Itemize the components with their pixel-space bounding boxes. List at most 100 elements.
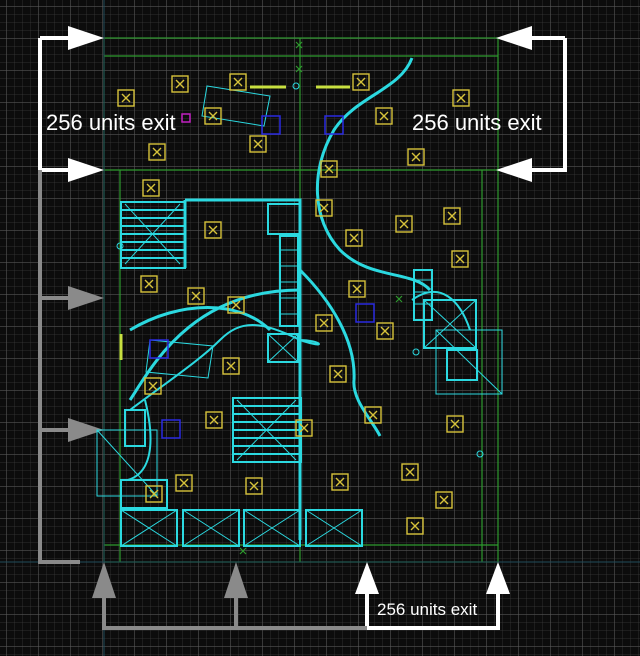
entity-box [222,357,240,375]
arrow-right-icon [68,26,104,50]
grey-arrowheads [68,286,248,598]
entity-box [331,473,349,491]
entity-cross-icon [352,284,362,294]
arrow-up-icon [92,562,116,598]
entity-cross-icon [152,147,162,157]
crate-brush [267,203,301,235]
entity-cross-icon [379,111,389,121]
entity-cross-icon [439,495,449,505]
entity-box [376,322,394,340]
entity-box [446,415,464,433]
entity-box [443,207,461,225]
entity-cross-icon [380,326,390,336]
entity-box [315,314,333,332]
entity-cross-icon [121,93,131,103]
entity-box [140,275,158,293]
arrow-left-icon [496,26,532,50]
bottom-exit-label: 256 units exit [377,600,478,619]
entity-cross-icon [148,381,158,391]
entity-box [395,215,413,233]
entity-cross-icon [179,478,189,488]
entity-box [205,411,223,429]
arrow-right-icon [68,286,104,310]
entity-box [227,296,245,314]
entity-box [406,517,424,535]
entity-cross-icon [231,300,241,310]
entity-cross-icon [319,203,329,213]
arrow-up-icon [224,562,248,598]
entity-box [364,406,382,424]
right-exit-label: 256 units exit [412,110,542,135]
entity-box [145,485,163,503]
entity-box [245,477,263,495]
entity-box [348,280,366,298]
entity-box [204,221,222,239]
entity-box [315,199,333,217]
green-x-marks [239,41,403,555]
entity-cross-icon [456,93,466,103]
entity-box [171,75,189,93]
grey-arrows [38,170,367,630]
entity-cross-icon [249,481,259,491]
entity-box [187,287,205,305]
entity-cross-icon [399,219,409,229]
entity-cross-icon [144,279,154,289]
entity-cross-icon [146,183,156,193]
brushes [96,57,503,547]
entity-cross-icon [208,111,218,121]
entity-box [407,148,425,166]
entity-box [142,179,160,197]
blue-markers [149,115,375,439]
entity-cross-icon [253,139,263,149]
entity-boxes [117,73,470,535]
entity-box [452,89,470,107]
left-exit-label: 256 units exit [46,110,176,135]
entity-cross-icon [208,225,218,235]
entity-cross-icon [299,423,309,433]
entity-box [295,419,313,437]
entity-cross-icon [233,77,243,87]
exit-arrows [38,36,567,630]
entity-box [148,143,166,161]
entity-cross-icon [411,152,421,162]
entity-box [320,160,338,178]
entity-cross-icon [333,369,343,379]
entity-cross-icon [191,291,201,301]
entity-box [117,89,135,107]
entity-box [375,107,393,125]
entity-cross-icon [335,477,345,487]
arrow-right-icon [68,418,104,442]
entity-box [451,250,469,268]
node-markers [116,82,484,458]
entity-box [401,463,419,481]
exit-arrowheads [68,26,532,594]
entity-box [204,107,222,125]
light-bars [119,85,350,360]
entity-box [345,229,363,247]
arrow-left-icon [496,158,532,182]
entity-box [229,73,247,91]
arrow-up-icon [355,562,379,594]
entity-box [329,365,347,383]
arrow-right-icon [68,158,104,182]
entity-cross-icon [410,521,420,531]
entity-box [435,491,453,509]
entity-box [175,474,193,492]
entity-cross-icon [319,318,329,328]
entity-cross-icon [356,77,366,87]
entity-cross-icon [368,410,378,420]
magenta-markers [181,113,191,123]
entity-cross-icon [450,419,460,429]
entity-box [249,135,267,153]
entity-cross-icon [405,467,415,477]
entity-cross-icon [455,254,465,264]
entity-cross-icon [209,415,219,425]
entity-box [352,73,370,91]
entity-cross-icon [175,79,185,89]
entity-cross-icon [349,233,359,243]
entity-cross-icon [226,361,236,371]
entity-cross-icon [149,489,159,499]
